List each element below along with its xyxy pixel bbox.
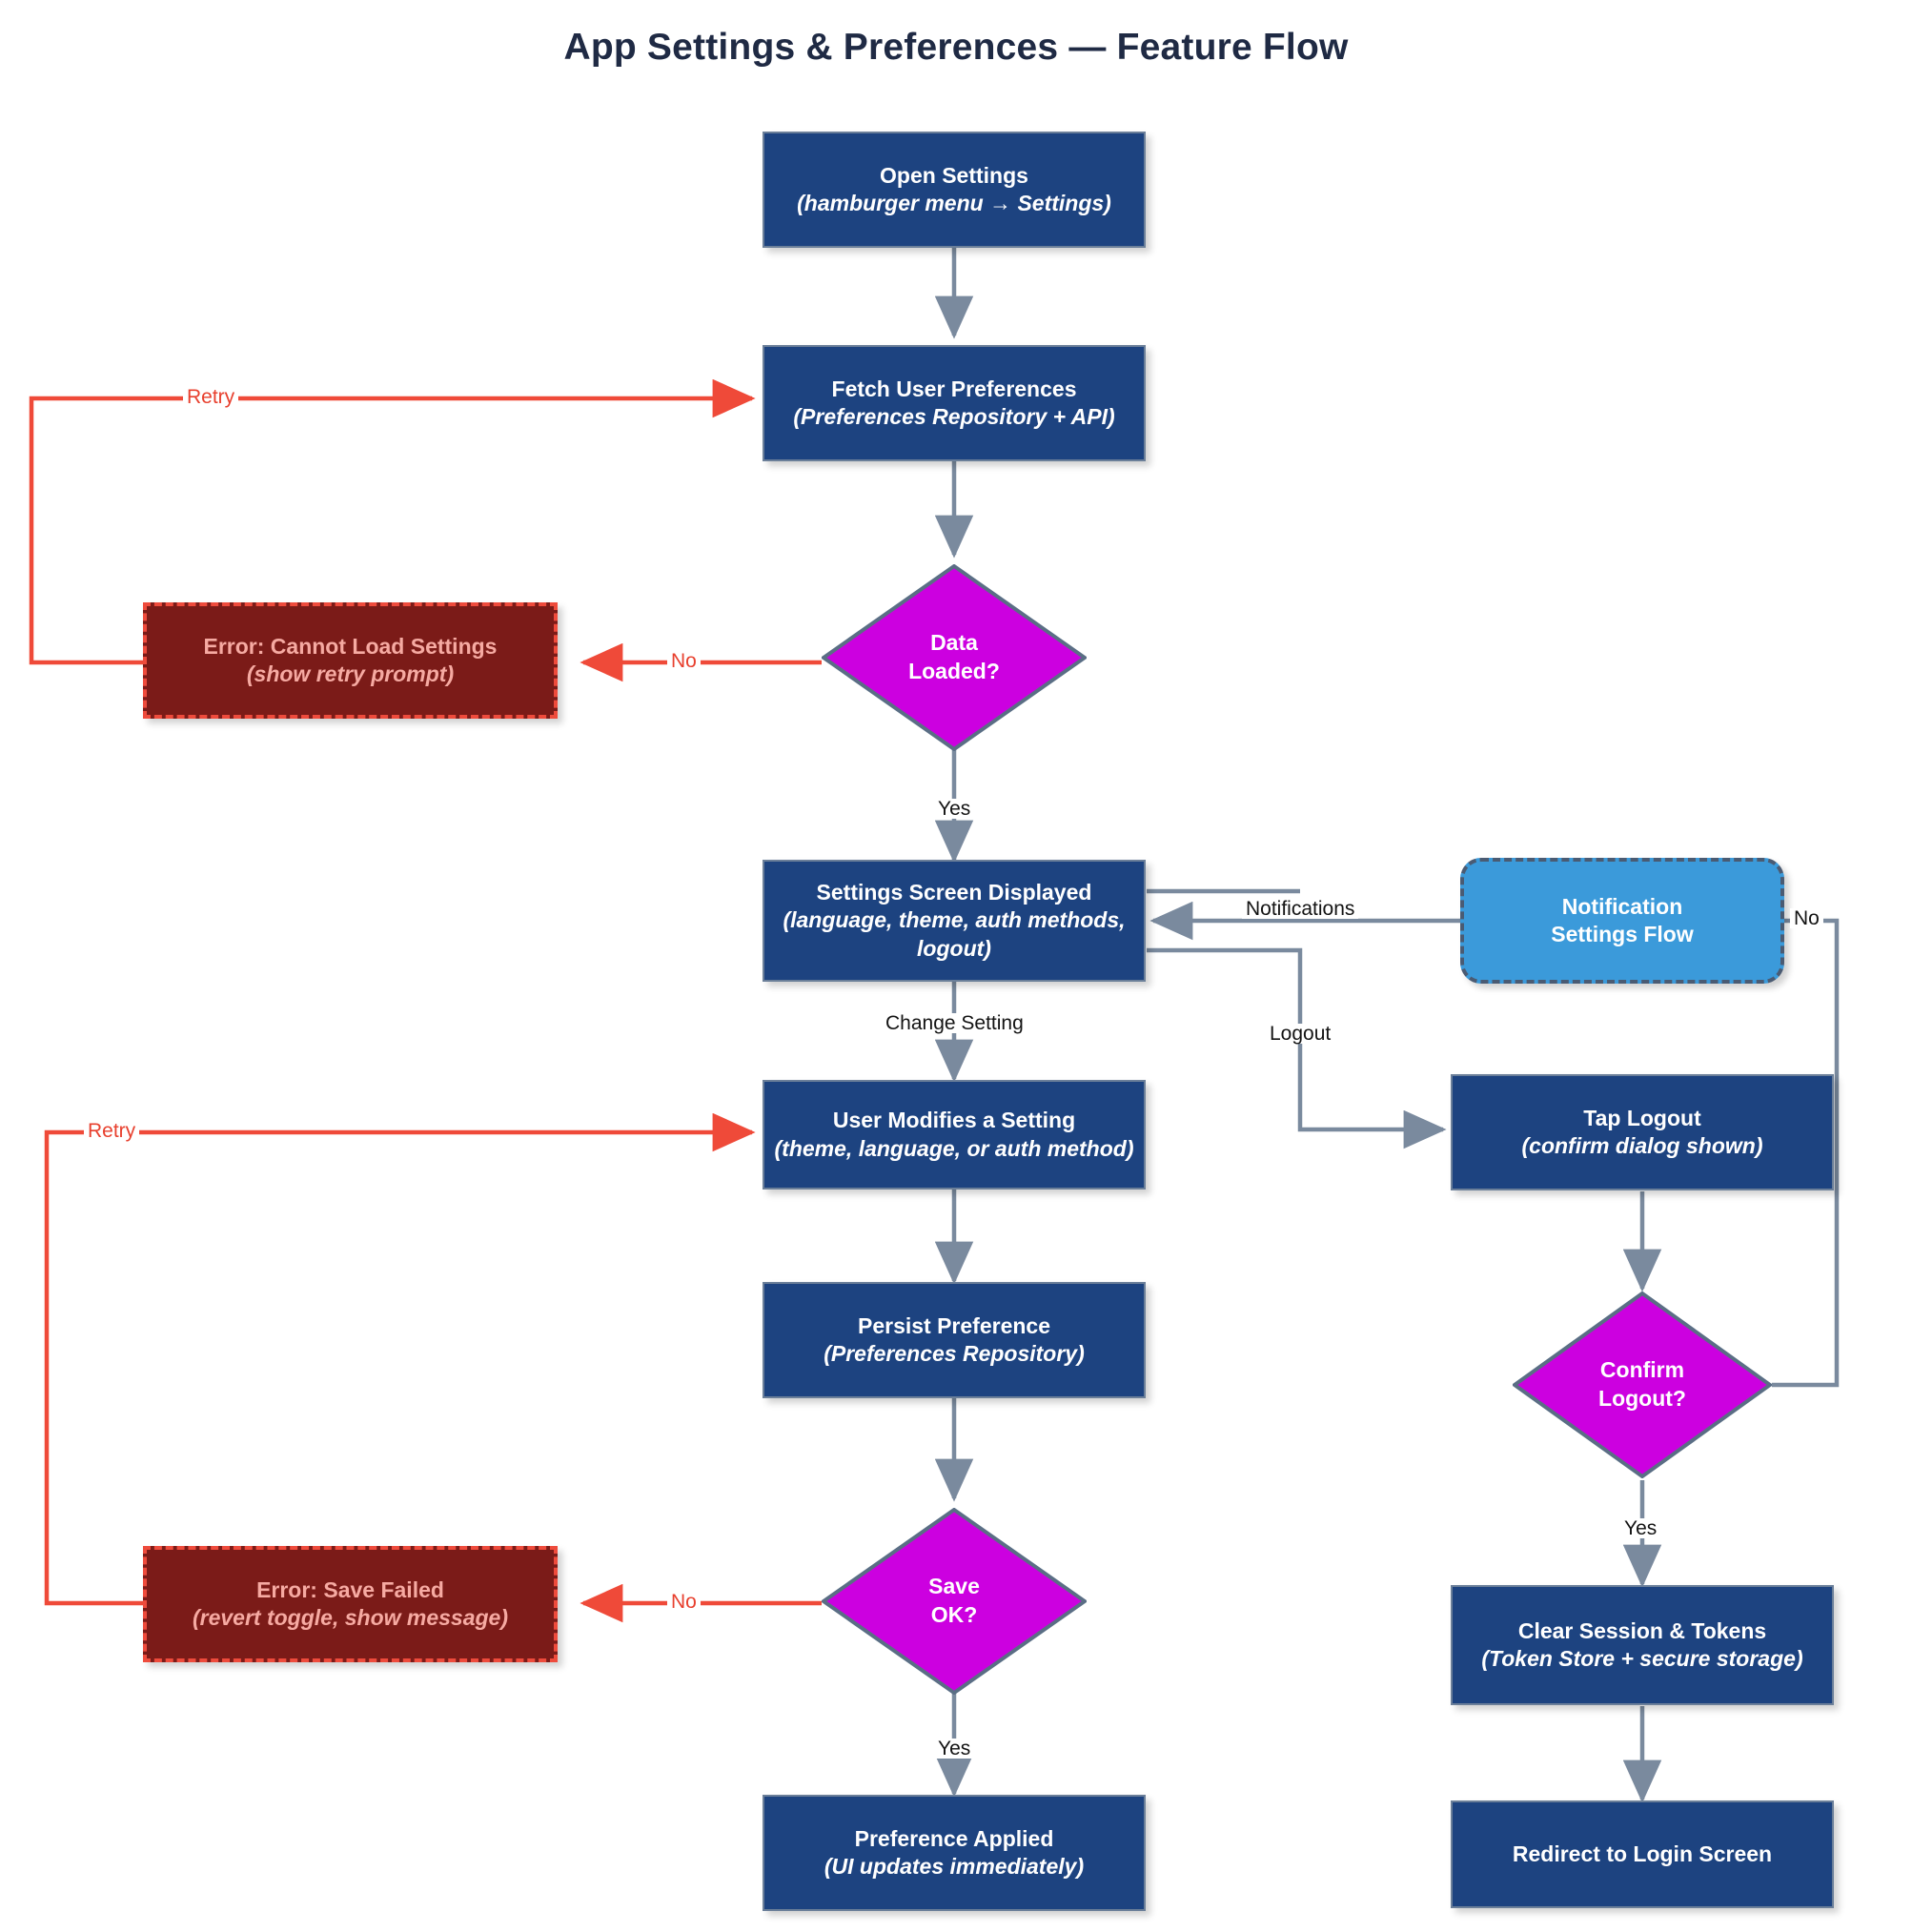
node-data-loaded-line2: Loaded? xyxy=(908,659,1000,683)
page-title: App Settings & Preferences — Feature Flo… xyxy=(563,27,1349,68)
node-redirect-login-line1: Redirect to Login Screen xyxy=(1512,1840,1773,1866)
node-error-save-failed[interactable]: Error: Save Failed (revert toggle, show … xyxy=(143,1546,558,1662)
node-open-settings-line2: (hamburger menu → Settings) xyxy=(797,191,1111,215)
node-persist-preference-line2: (Preferences Repository) xyxy=(824,1341,1085,1366)
node-settings-screen-displayed[interactable]: Settings Screen Displayed (language, the… xyxy=(763,860,1146,982)
edge-label-dataloaded-yes: Yes xyxy=(934,799,975,819)
edge-error-save-retry xyxy=(44,1112,756,1606)
edge-label-change-setting: Change Setting xyxy=(882,1013,1027,1033)
node-redirect-to-login-screen[interactable]: Redirect to Login Screen xyxy=(1451,1800,1834,1908)
node-open-settings-line1: Open Settings xyxy=(880,162,1028,188)
node-notification-settings-flow[interactable]: Notification Settings Flow xyxy=(1460,858,1784,984)
edge-label-retry-load: Retry xyxy=(183,387,239,407)
node-user-modifies-line1: User Modifies a Setting xyxy=(832,1108,1076,1133)
node-data-loaded-decision[interactable]: Data Loaded? xyxy=(822,564,1087,751)
node-tap-logout-line1: Tap Logout xyxy=(1583,1105,1701,1130)
edge-label-confirm-yes: Yes xyxy=(1620,1518,1661,1538)
diamond-outline xyxy=(1513,1291,1772,1478)
node-clear-session-line2: (Token Store + secure storage) xyxy=(1481,1646,1803,1671)
node-user-modifies-setting[interactable]: User Modifies a Setting (theme, language… xyxy=(763,1080,1146,1190)
node-preference-applied-line1: Preference Applied xyxy=(854,1825,1054,1851)
node-confirm-logout-decision[interactable]: Confirm Logout? xyxy=(1513,1291,1772,1478)
node-confirm-logout-line2: Logout? xyxy=(1598,1386,1686,1411)
node-settings-screen-line1: Settings Screen Displayed xyxy=(816,879,1092,905)
node-user-modifies-line2: (theme, language, or auth method) xyxy=(774,1135,1134,1161)
edge-label-dataloaded-no: No xyxy=(667,651,701,671)
node-save-ok-line2: OK? xyxy=(930,1602,978,1627)
node-confirm-logout-line1: Confirm xyxy=(1599,1357,1685,1383)
node-open-settings[interactable]: Open Settings (hamburger menu → Settings… xyxy=(763,132,1146,248)
edge-label-saveok-yes: Yes xyxy=(934,1739,975,1759)
node-clear-session-tokens[interactable]: Clear Session & Tokens (Token Store + se… xyxy=(1451,1585,1834,1705)
node-settings-screen-line2: (language, theme, auth methods, logout) xyxy=(783,907,1126,961)
node-error-cannot-load-line1: Error: Cannot Load Settings xyxy=(203,633,498,659)
node-error-save-failed-line2: (revert toggle, show message) xyxy=(192,1605,509,1630)
node-persist-preference[interactable]: Persist Preference (Preferences Reposito… xyxy=(763,1282,1146,1398)
node-preference-applied[interactable]: Preference Applied (UI updates immediate… xyxy=(763,1795,1146,1911)
diamond-outline xyxy=(822,1508,1087,1695)
node-tap-logout[interactable]: Tap Logout (confirm dialog shown) xyxy=(1451,1074,1834,1190)
node-error-save-failed-line1: Error: Save Failed xyxy=(256,1576,444,1602)
node-clear-session-line1: Clear Session & Tokens xyxy=(1517,1617,1767,1643)
edge-label-saveok-no: No xyxy=(667,1592,701,1612)
node-persist-preference-line1: Persist Preference xyxy=(857,1312,1050,1338)
node-preference-applied-line2: (UI updates immediately) xyxy=(824,1854,1085,1879)
node-error-cannot-load-line2: (show retry prompt) xyxy=(246,661,455,686)
node-save-ok-line1: Save xyxy=(928,1574,980,1599)
node-notification-flow-line1: Notification xyxy=(1561,893,1683,919)
node-fetch-user-preferences[interactable]: Fetch User Preferences (Preferences Repo… xyxy=(763,345,1146,461)
edge-label-notifications: Notifications xyxy=(1242,899,1359,919)
edge-label-logout: Logout xyxy=(1266,1024,1335,1044)
node-fetch-user-preferences-line1: Fetch User Preferences xyxy=(831,376,1077,401)
node-fetch-user-preferences-line2: (Preferences Repository + API) xyxy=(793,404,1115,429)
edge-label-confirm-no: No xyxy=(1790,908,1823,928)
node-data-loaded-line1: Data xyxy=(930,630,978,656)
node-tap-logout-line2: (confirm dialog shown) xyxy=(1521,1133,1763,1158)
edge-label-retry-save: Retry xyxy=(84,1121,140,1141)
node-error-cannot-load-settings[interactable]: Error: Cannot Load Settings (show retry … xyxy=(143,602,558,719)
diamond-outline xyxy=(822,564,1087,751)
node-save-ok-decision[interactable]: Save OK? xyxy=(822,1508,1087,1695)
node-notification-flow-line2: Settings Flow xyxy=(1551,922,1694,946)
